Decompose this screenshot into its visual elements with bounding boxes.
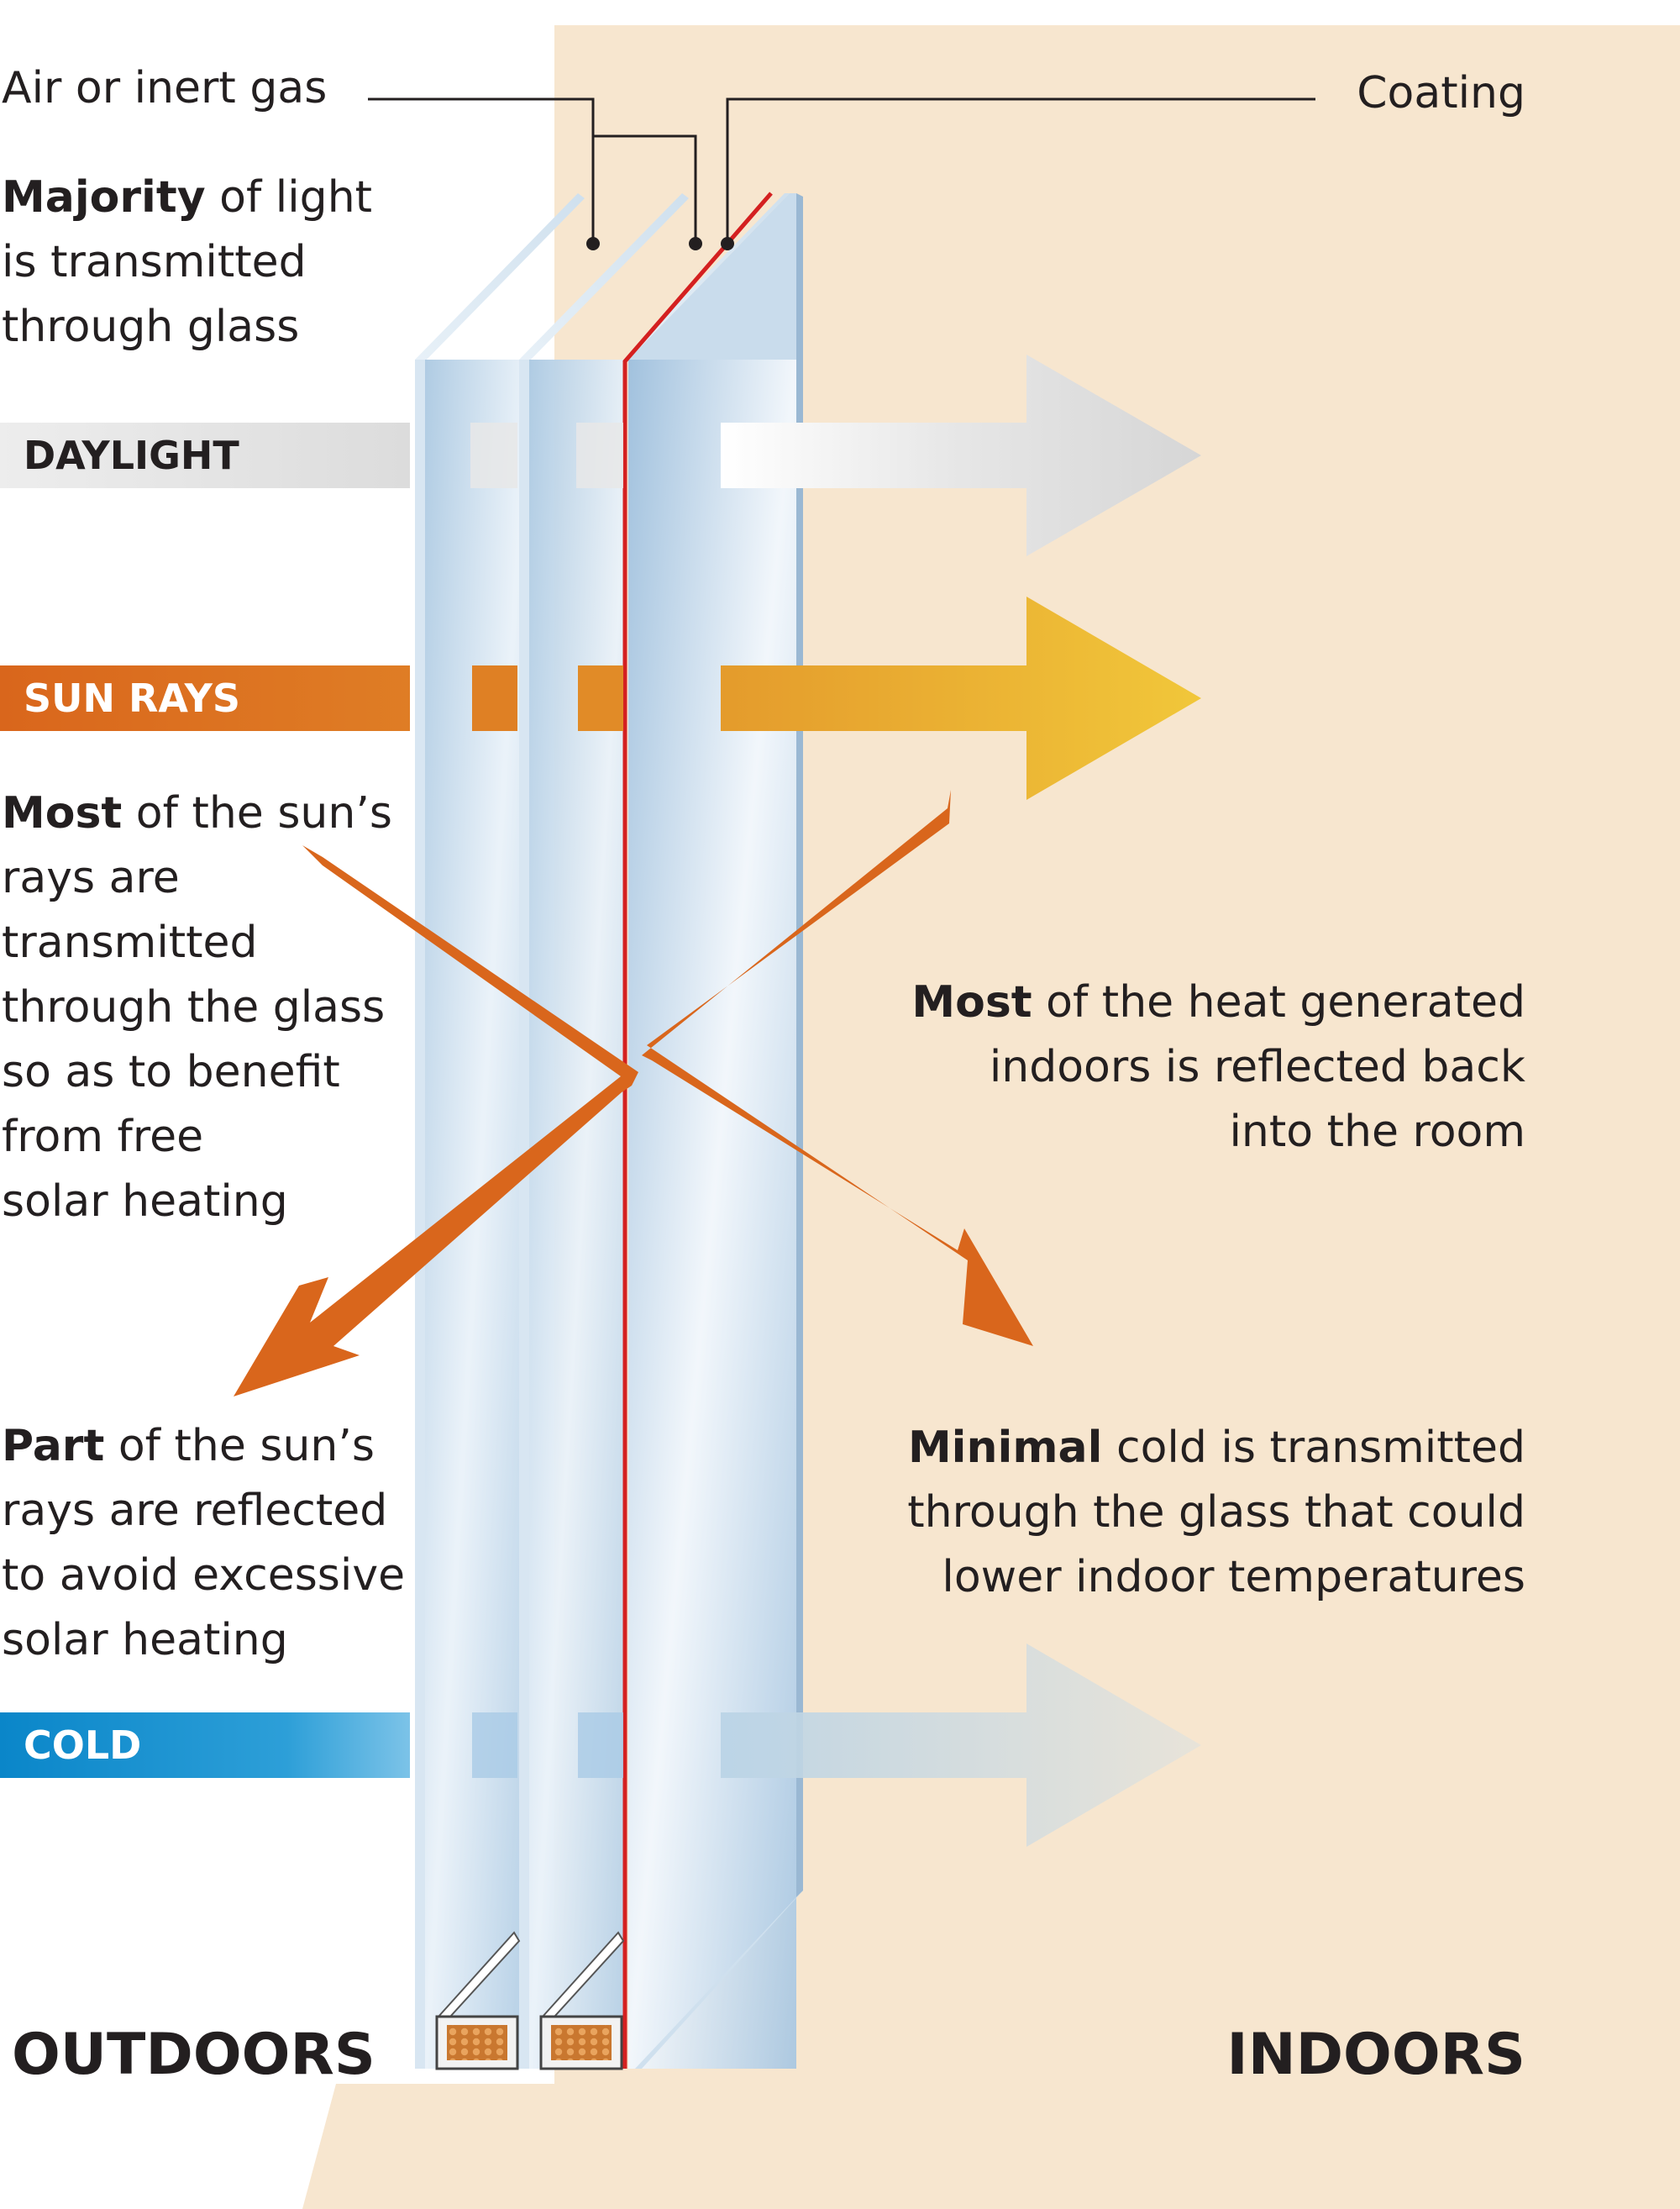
reflect-note-line-2: rays are reflected	[2, 1486, 387, 1536]
heat-reflection-arrow	[642, 790, 1033, 1346]
air-gas-label: Air or inert gas	[2, 63, 327, 113]
spacer-outer	[435, 1931, 521, 2070]
daylight-arrow	[721, 355, 1201, 556]
reflect-note-line-3: to avoid excessive	[2, 1550, 405, 1601]
heat-note-line-1: Most of the heat generated	[911, 977, 1525, 1028]
glass-pane-inner	[623, 193, 803, 2069]
sun-rays-label: SUN RAYS	[24, 676, 240, 721]
callout-dots	[586, 237, 734, 250]
coating-label: Coating	[1357, 68, 1525, 118]
sun-rays-band: SUN RAYS	[0, 597, 1201, 800]
sun-note-line-1: Most of the sun’s	[2, 788, 392, 839]
sun-note-line-7: solar heating	[2, 1176, 288, 1227]
heat-note-line-3: into the room	[1229, 1107, 1525, 1157]
daylight-label: DAYLIGHT	[24, 433, 239, 478]
glass-pane-middle	[519, 193, 689, 2069]
indoors-label: INDOORS	[1226, 2022, 1525, 2088]
reflect-note-line-1: Part of the sun’s	[2, 1421, 375, 1471]
sun-note-line-2: rays are	[2, 853, 180, 903]
spacer-inner	[539, 1931, 625, 2070]
sun-note-line-4: through the glass	[2, 982, 385, 1033]
light-note-line-1: Majority of light	[2, 172, 372, 223]
reflect-note-line-4: solar heating	[2, 1615, 288, 1665]
cold-label: COLD	[24, 1722, 141, 1768]
heat-note-line-2: indoors is reflected back	[990, 1042, 1525, 1092]
cold-note-line-2: through the glass that could	[907, 1487, 1525, 1538]
callout-leaders	[368, 97, 1315, 244]
cold-note-line-3: lower indoor temperatures	[942, 1552, 1525, 1602]
reflection-arrows	[234, 790, 1033, 1396]
cold-band: COLD	[0, 1644, 1201, 1847]
light-note-line-3: through glass	[2, 302, 299, 352]
sun-rays-arrow	[721, 597, 1201, 800]
sun-reflection-arrow	[234, 845, 638, 1396]
sun-note-line-3: transmitted	[2, 918, 258, 968]
cold-arrow	[721, 1644, 1201, 1847]
sun-note-line-5: so as to benefit	[2, 1047, 340, 1097]
sun-note-line-6: from free	[2, 1112, 203, 1162]
light-note-line-2: is transmitted	[2, 237, 307, 287]
daylight-band: DAYLIGHT	[0, 355, 1201, 556]
cold-note-line-1: Minimal cold is transmitted	[908, 1423, 1525, 1473]
coating-layer	[622, 192, 773, 2069]
outdoors-label: OUTDOORS	[12, 2022, 375, 2088]
